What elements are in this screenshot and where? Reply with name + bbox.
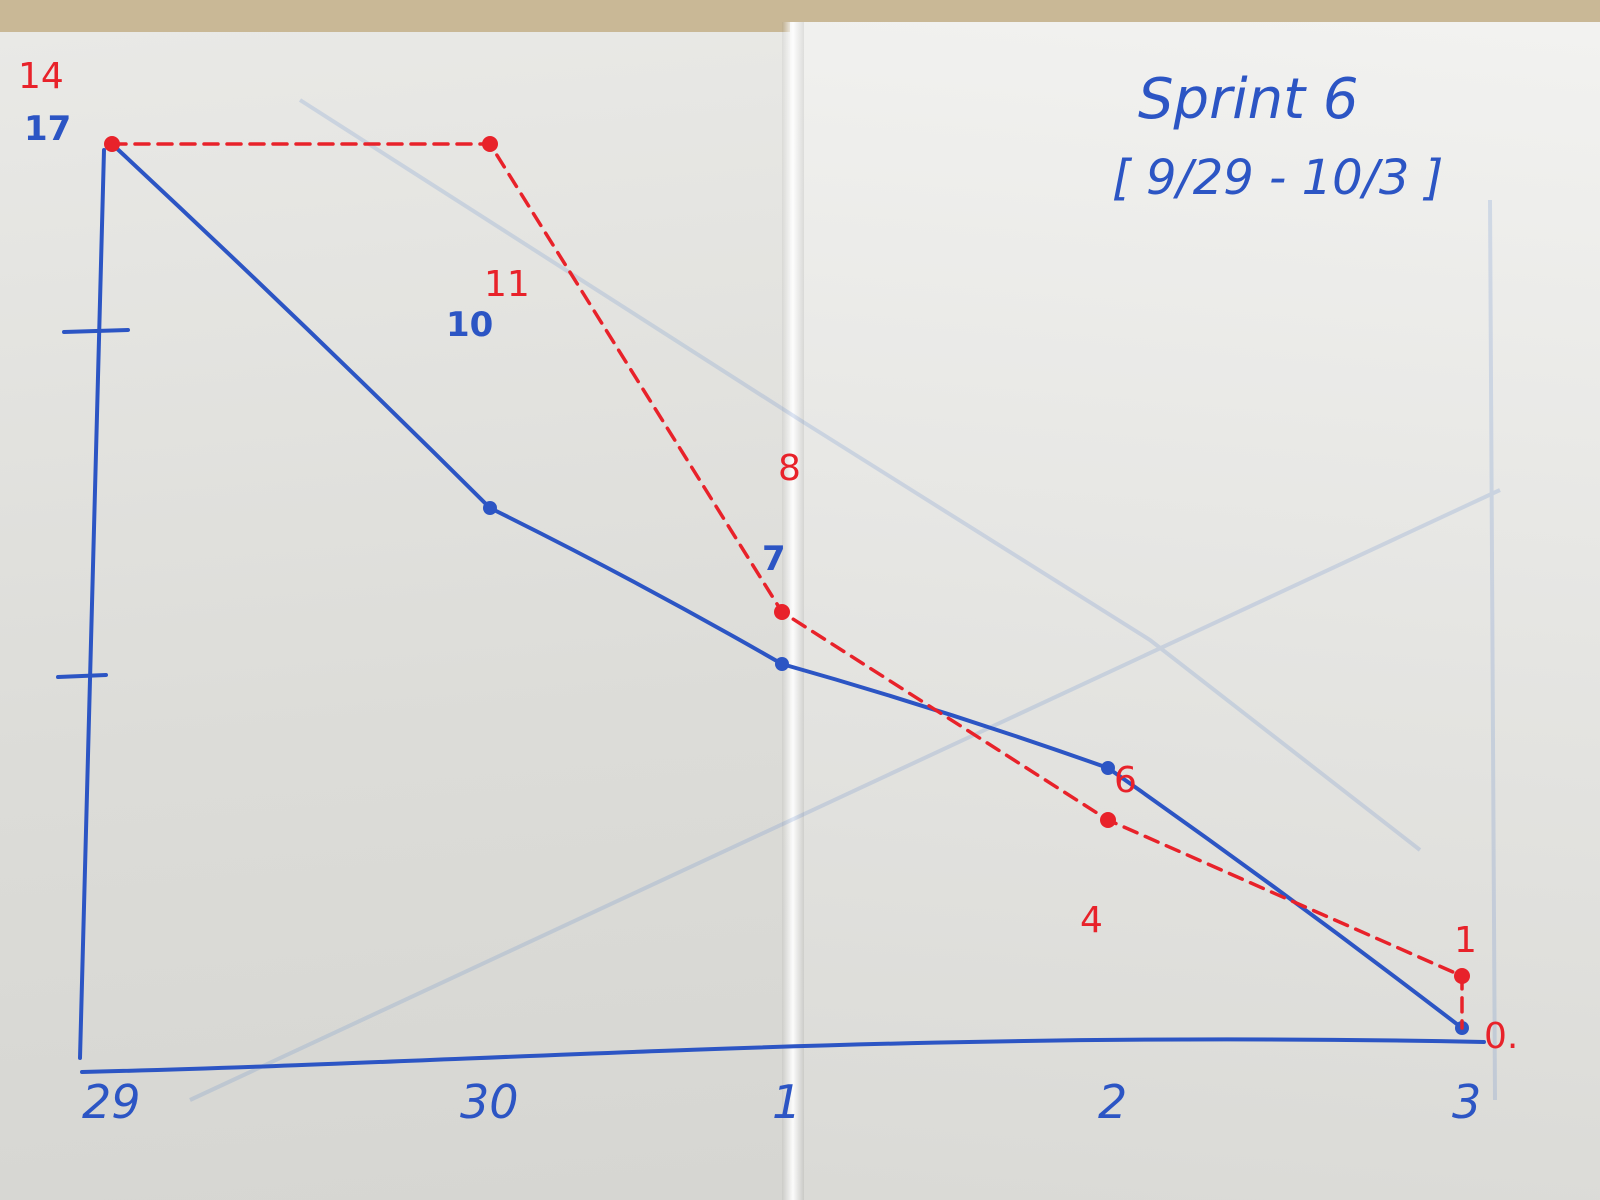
paper-sheet-left <box>0 32 800 1200</box>
actual-value-label: 0. <box>1484 1016 1518 1057</box>
series-layer: 17 10 7 14 11 8 6 4 1 0. <box>18 56 1518 1057</box>
y-axis <box>78 148 106 1060</box>
x-tick-label: 30 <box>460 1075 519 1129</box>
actual-value-label: 6 <box>1114 760 1137 801</box>
x-tick-label: 29 <box>82 1075 141 1129</box>
actual-point <box>774 604 790 620</box>
ghost-marks <box>189 98 1501 1102</box>
x-tick-labels: 29 30 1 2 3 <box>82 1075 1481 1129</box>
ideal-value-label: 10 <box>446 305 493 345</box>
ideal-point <box>775 657 789 671</box>
ideal-point <box>1101 761 1115 775</box>
chart-subtitle: [ 9/29 - 10/3 ] <box>1112 150 1443 206</box>
axes <box>56 148 1486 1074</box>
actual-point <box>1100 812 1116 828</box>
actual-value-label: 1 <box>1454 920 1477 961</box>
paper-sheet-right <box>790 22 1600 1200</box>
actual-line <box>110 142 1464 1030</box>
y-tick <box>56 673 108 679</box>
actual-value-label: 11 <box>484 264 530 305</box>
chart-title: Sprint 6 <box>1138 67 1359 132</box>
ideal-value-label: 7 <box>762 539 786 579</box>
y-tick <box>62 328 130 334</box>
ideal-point <box>483 501 497 515</box>
actual-point <box>1454 968 1470 984</box>
actual-point <box>104 136 120 152</box>
actual-point <box>482 136 498 152</box>
ideal-value-label: 17 <box>24 109 71 149</box>
actual-value-label: 14 <box>18 56 64 97</box>
x-tick-label: 1 <box>772 1075 801 1129</box>
x-tick-label: 3 <box>1452 1075 1481 1129</box>
x-axis <box>80 1037 1486 1074</box>
x-tick-label: 2 <box>1098 1075 1127 1129</box>
actual-value-label: 8 <box>778 448 801 489</box>
actual-value-label: 4 <box>1080 900 1103 941</box>
paper-fold <box>782 22 804 1200</box>
ideal-line <box>110 142 1464 1030</box>
